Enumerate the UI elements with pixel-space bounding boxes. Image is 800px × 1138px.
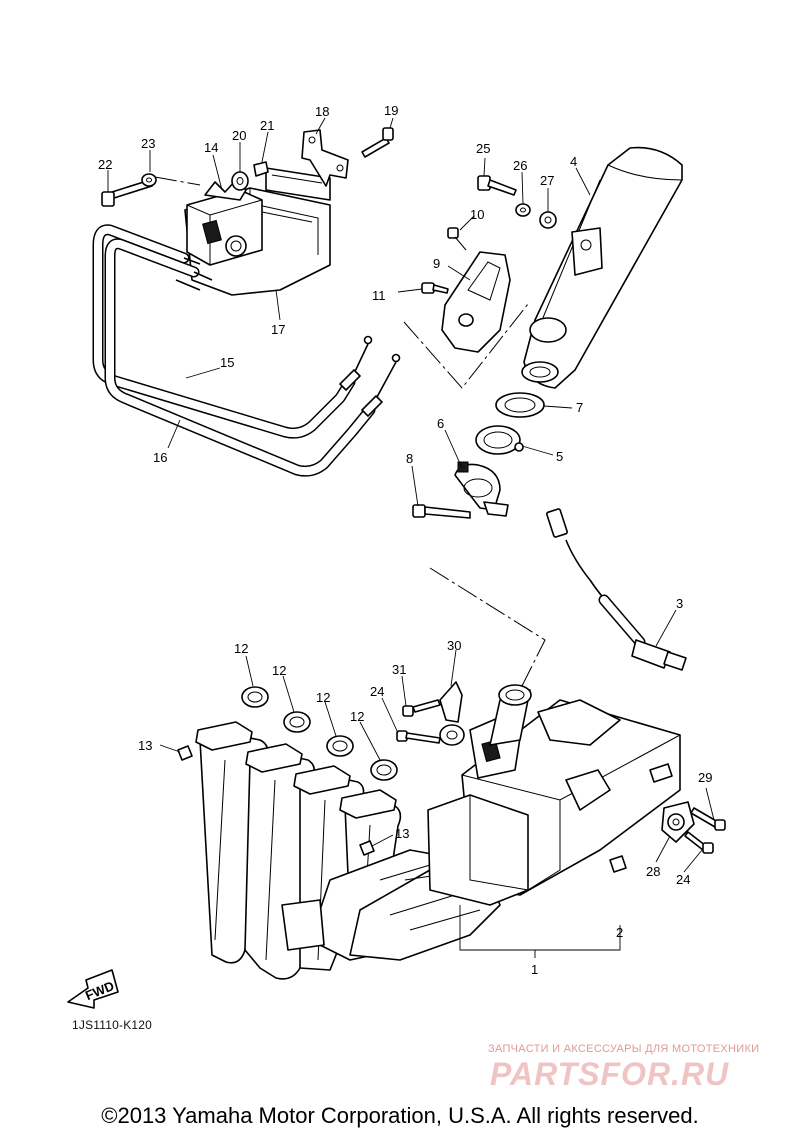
bolt-24a <box>396 730 441 744</box>
clamp-5 <box>475 425 524 455</box>
clamp-6 <box>454 461 509 517</box>
callout-23: 23 <box>141 136 155 151</box>
screw-11 <box>421 282 449 294</box>
grommet-20 <box>231 171 249 191</box>
exhaust-gaskets-12 <box>241 686 398 781</box>
bolt-31 <box>402 699 441 717</box>
callout-26: 26 <box>513 158 527 173</box>
callout-12b: 12 <box>272 663 286 678</box>
callout-5: 5 <box>556 449 563 464</box>
callout-18: 18 <box>315 104 329 119</box>
callout-31: 31 <box>392 662 406 677</box>
callout-numbers: 1 2 3 4 5 6 7 8 9 10 11 12 12 12 12 13 1… <box>98 103 712 977</box>
watermark-logo: PARTSFOR.RU <box>490 1056 730 1092</box>
callout-24a: 24 <box>370 684 384 699</box>
washer-26 <box>515 203 531 217</box>
bolt-25 <box>477 175 517 196</box>
o2-sensor-3 <box>546 508 687 671</box>
callout-30: 30 <box>447 638 461 653</box>
bolt-29 <box>690 807 726 831</box>
washer-23 <box>141 173 157 187</box>
callout-1: 1 <box>531 962 538 977</box>
copyright-notice: ©2013 Yamaha Motor Corporation, U.S.A. A… <box>101 1103 699 1128</box>
nut-13b <box>359 840 375 856</box>
callout-6: 6 <box>437 416 444 431</box>
screw-10 <box>447 227 467 251</box>
callout-29: 29 <box>698 770 712 785</box>
callout-12a: 12 <box>234 641 248 656</box>
fwd-arrow: FWD <box>67 969 119 1009</box>
callout-11: 11 <box>372 288 386 303</box>
callout-27: 27 <box>540 173 554 188</box>
callout-13a: 13 <box>138 738 152 753</box>
bracket-30 <box>439 681 463 723</box>
bolt-19 <box>361 127 394 158</box>
bracket-18 <box>301 129 349 187</box>
callout-9: 9 <box>433 256 440 271</box>
nut-13a <box>177 745 193 761</box>
leader-lines <box>107 117 715 873</box>
callout-28: 28 <box>646 864 660 879</box>
plug-2 <box>609 855 627 873</box>
bolt-8 <box>412 504 471 519</box>
callout-19: 19 <box>384 103 398 118</box>
bolt-24b <box>684 831 714 854</box>
callout-25: 25 <box>476 141 490 156</box>
pipe-30 <box>489 684 532 746</box>
callout-21: 21 <box>260 118 274 133</box>
collar-21 <box>253 161 269 177</box>
callout-24b: 24 <box>676 872 690 887</box>
callout-12c: 12 <box>316 690 330 705</box>
callout-7: 7 <box>576 400 583 415</box>
cable-15 <box>92 224 373 439</box>
watermark-tagline: ЗАПЧАСТИ И АКСЕССУАРЫ ДЛЯ МОТОТЕХНИКИ <box>488 1043 760 1055</box>
callout-22: 22 <box>98 157 112 172</box>
cable-16 <box>104 238 401 477</box>
protector-9 <box>441 251 511 353</box>
callout-15: 15 <box>220 355 234 370</box>
collar-27 <box>539 211 557 229</box>
bracket-28 <box>661 801 695 843</box>
damper-mount <box>439 724 465 746</box>
callout-13b: 13 <box>395 826 409 841</box>
callout-4: 4 <box>570 154 577 169</box>
callout-3: 3 <box>676 596 683 611</box>
silencer-4 <box>521 146 683 389</box>
callout-14: 14 <box>204 140 218 155</box>
diagram-code: 1JS1110-K120 <box>72 1018 153 1032</box>
callout-17: 17 <box>271 322 285 337</box>
callout-12d: 12 <box>350 709 364 724</box>
callout-8: 8 <box>406 451 413 466</box>
callout-16: 16 <box>153 450 167 465</box>
callout-2: 2 <box>616 925 623 940</box>
gasket-7 <box>495 392 545 418</box>
callout-20: 20 <box>232 128 246 143</box>
callout-10: 10 <box>470 207 484 222</box>
catalyst-body <box>427 699 681 906</box>
